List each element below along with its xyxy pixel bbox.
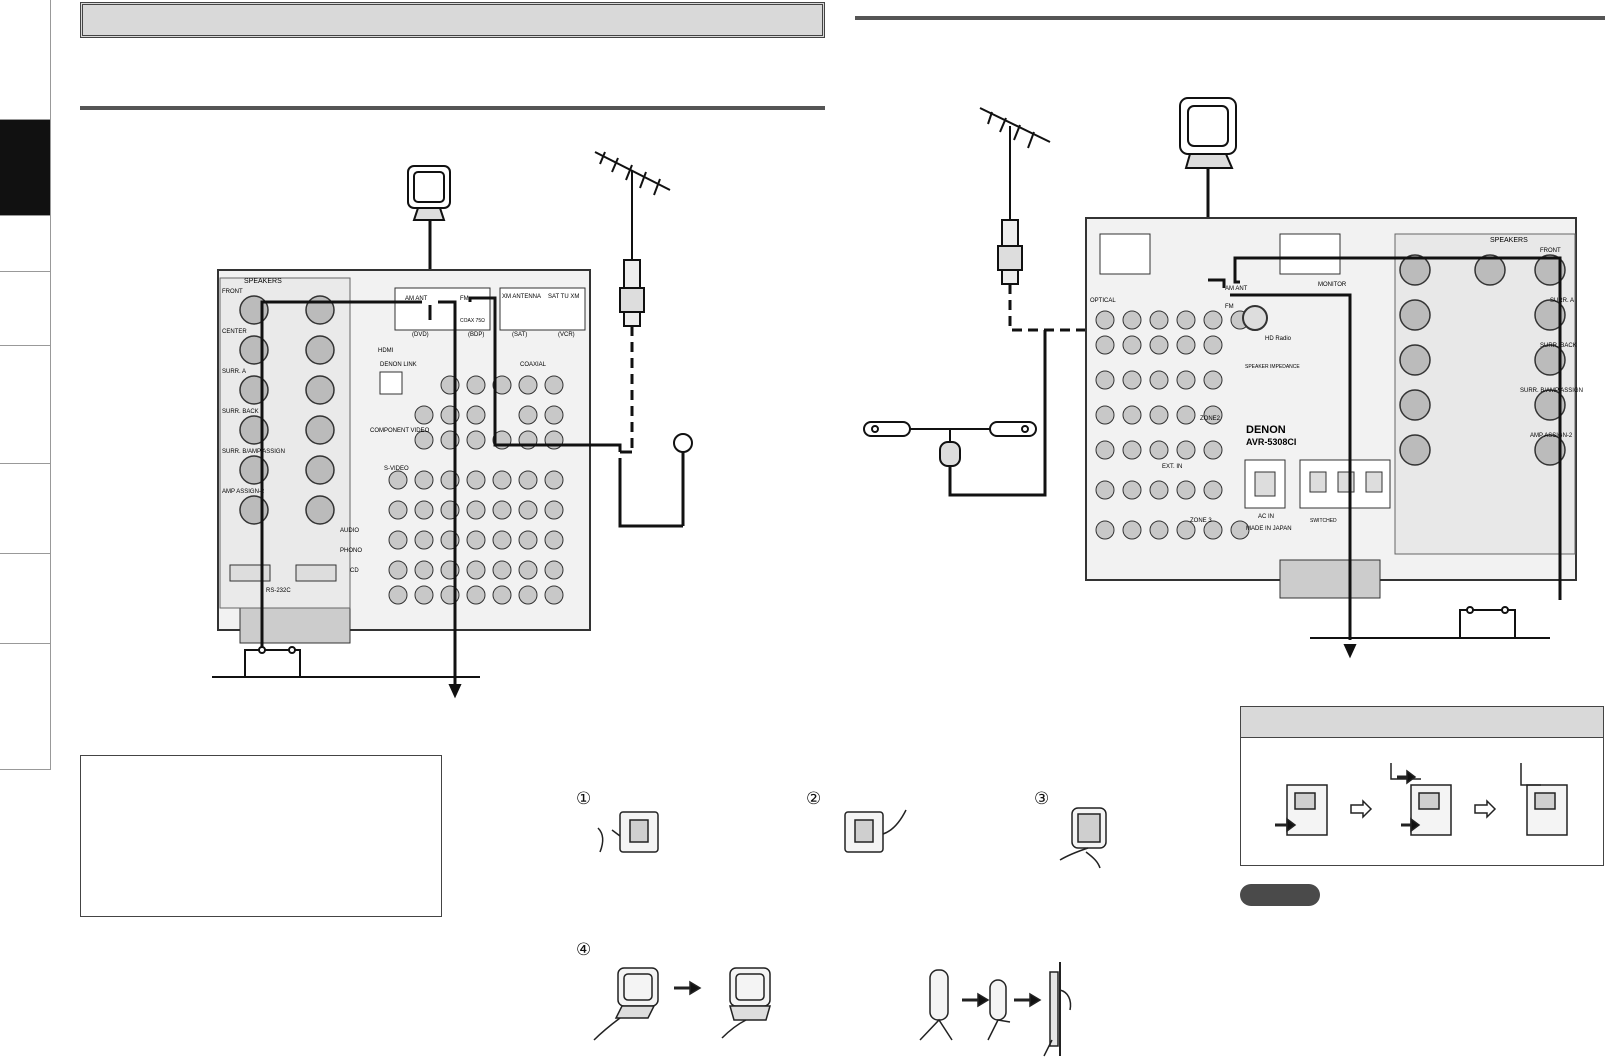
assembly-steps-row2 — [593, 962, 1072, 1057]
step-1-number: ① — [576, 789, 592, 809]
label-denon: DENON — [1246, 424, 1286, 436]
label-audio: AUDIO — [340, 528, 359, 534]
label-surr-back: SURR. BACK — [222, 409, 259, 415]
label-xm-antenna: XM ANTENNA — [502, 294, 541, 300]
label-fm: FM — [460, 296, 469, 302]
label-coaxial: COAXIAL — [520, 362, 547, 368]
label-front-right: FRONT — [1540, 248, 1561, 254]
antenna-cables-left — [260, 296, 622, 685]
section-title-bar — [80, 2, 825, 38]
side-tab-3[interactable] — [0, 216, 50, 272]
terminal-insert-illustration — [1275, 763, 1568, 836]
label-zone3: ZONE 3 — [1190, 518, 1212, 524]
label-surr-amp-assign: SURR. B/AMP ASSIGN — [222, 449, 285, 455]
important-box — [1240, 706, 1604, 866]
label-amp-assign: AMP ASSIGN-2 — [222, 489, 265, 495]
label-surr-back-right: SURR. BACK — [1540, 343, 1577, 349]
label-hdmi: HDMI — [378, 348, 394, 354]
label-vcr: (VCR) — [558, 332, 575, 338]
label-am-ant-right: AM ANT — [1225, 286, 1248, 292]
side-tab-7[interactable] — [0, 554, 50, 644]
label-speaker-impedance: SPEAKER IMPEDANCE — [1245, 364, 1300, 370]
left-connection-diagram: SPEAKERS FRONT CENTER SURR. A SURR. BACK… — [212, 151, 693, 699]
step-4-number: ④ — [576, 940, 592, 960]
antenna-cables-right — [1208, 256, 1562, 640]
label-sat-tu-xm: SAT TU XM — [548, 294, 579, 300]
side-tab-4[interactable] — [0, 272, 50, 346]
label-monitor: MONITOR — [1318, 282, 1347, 288]
label-ac-in: AC IN — [1258, 514, 1274, 520]
label-coax: COAX 75Ω — [460, 318, 485, 324]
label-front: FRONT — [222, 289, 243, 295]
right-connection-diagram: SPEAKERS FRONT MONITOR OPTICAL HD Radio … — [863, 97, 1583, 659]
label-component-video: COMPONENT VIDEO — [370, 428, 430, 434]
side-nav — [0, 0, 51, 770]
step-3-number: ③ — [1034, 789, 1050, 809]
label-dvd: (DVD) — [412, 332, 429, 338]
left-section-rule — [80, 106, 825, 110]
side-tab-1[interactable] — [0, 0, 50, 120]
side-tab-6[interactable] — [0, 464, 50, 554]
label-surr-a: SURR. A — [222, 369, 246, 375]
side-tab-active[interactable] — [0, 120, 50, 216]
label-ext-in: EXT. IN — [1162, 464, 1182, 470]
label-zone2: ZONE2 — [1200, 416, 1221, 422]
label-bdp: (BDP) — [468, 332, 484, 338]
side-tab-5[interactable] — [0, 346, 50, 464]
side-tab-8[interactable] — [0, 644, 50, 770]
ground-right — [1310, 606, 1550, 659]
step-2-number: ② — [806, 789, 822, 809]
ground-left — [212, 646, 480, 699]
label-s-video: S-VIDEO — [384, 466, 409, 472]
label-am-ant: AM ANT — [405, 296, 428, 302]
label-phono: PHONO — [340, 548, 362, 554]
label-model: AVR-5308CI — [1246, 437, 1296, 447]
assembly-steps-row1 — [597, 807, 1107, 869]
label-amp-assign-right: AMP ASSIGN-2 — [1530, 433, 1573, 439]
label-switched: SWITCHED — [1310, 518, 1337, 524]
note-box — [80, 755, 442, 917]
label-surr-a-right: SURR. A — [1550, 298, 1574, 304]
label-cd: CD — [350, 568, 359, 574]
label-optical: OPTICAL — [1090, 298, 1116, 304]
label-center: CENTER — [222, 329, 247, 335]
label-surr-amp-right: SURR. B/AMP ASSIGN — [1520, 388, 1583, 394]
fm-dipole-antenna — [863, 330, 1047, 497]
label-hd-radio: HD Radio — [1265, 336, 1292, 342]
label-rs232c: RS-232C — [266, 588, 291, 594]
right-section-rule — [855, 16, 1605, 20]
label-speakers-right: SPEAKERS — [1490, 237, 1528, 244]
receiver-back-panel-left: SPEAKERS FRONT CENTER SURR. A SURR. BACK… — [217, 269, 591, 644]
fm-antenna — [594, 151, 693, 528]
label-made-in-japan: MADE IN JAPAN — [1246, 526, 1292, 532]
receiver-back-panel-right: SPEAKERS FRONT MONITOR OPTICAL HD Radio … — [1085, 217, 1583, 599]
label-denon-link: DENON LINK — [380, 362, 417, 368]
label-speakers: SPEAKERS — [244, 278, 282, 285]
label-sat: (SAT) — [512, 332, 527, 338]
important-box-header — [1241, 707, 1603, 738]
label-fm-right: FM — [1225, 304, 1234, 310]
note-badge — [1240, 884, 1320, 906]
